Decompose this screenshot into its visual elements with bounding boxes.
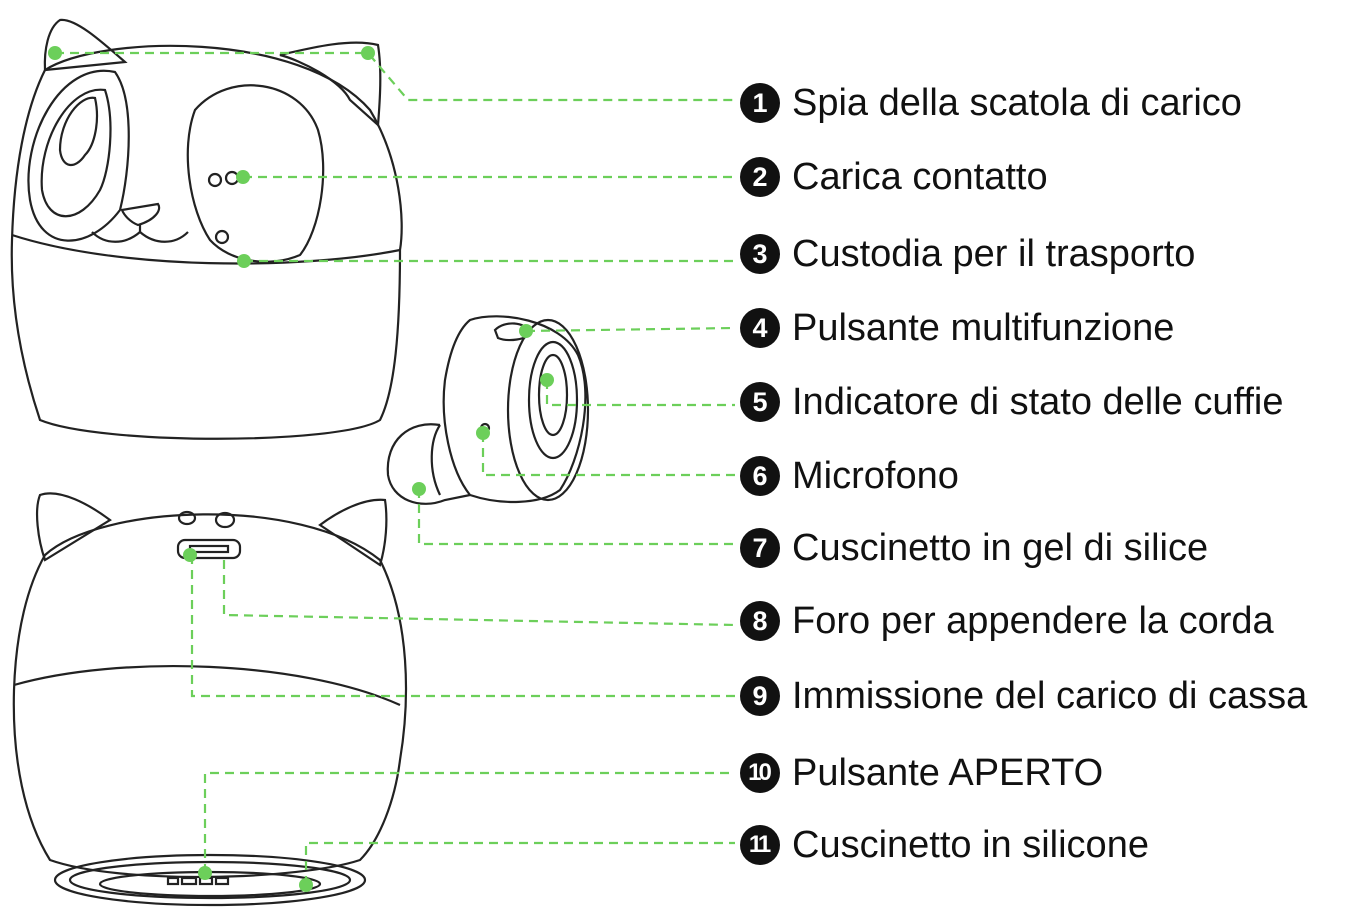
leader-line-4 xyxy=(525,326,736,333)
case-front-view xyxy=(10,18,403,440)
callout-label: Pulsante APERTO xyxy=(792,751,1104,794)
callout-label: Custodia per il trasporto xyxy=(792,232,1196,275)
callout-number-badge: 1 xyxy=(740,83,780,123)
callout-5: 5 Indicatore di stato delle cuffie xyxy=(740,378,1284,426)
callout-7: 7 Cuscinetto in gel di silice xyxy=(740,524,1208,572)
leader-line-8 xyxy=(222,560,736,627)
callout-1: 1 Spia della scatola di carico xyxy=(740,79,1242,127)
callout-10: 10 Pulsante APERTO xyxy=(740,749,1103,797)
callout-label: Spia della scatola di carico xyxy=(792,81,1242,124)
callout-2: 2 Carica contatto xyxy=(740,153,1048,201)
callout-3: 3 Custodia per il trasporto xyxy=(740,230,1195,278)
callout-label: Cuscinetto in gel di silice xyxy=(792,526,1209,569)
leader-line-5 xyxy=(545,380,735,407)
leader-line-6 xyxy=(481,433,735,477)
callout-label: Microfono xyxy=(792,454,959,497)
callout-label: Cuscinetto in silicone xyxy=(792,823,1149,866)
callout-11: 11 Cuscinetto in silicone xyxy=(740,821,1149,869)
callout-number-badge: 10 xyxy=(740,753,780,793)
callout-6: 6 Microfono xyxy=(740,452,959,500)
callout-label: Carica contatto xyxy=(792,155,1048,198)
callout-number-badge: 4 xyxy=(740,308,780,348)
leader-dots xyxy=(48,46,554,892)
earbud-view xyxy=(386,315,590,505)
callout-number-badge: 8 xyxy=(740,601,780,641)
leader-lines xyxy=(55,51,736,885)
callout-number-badge: 6 xyxy=(740,456,780,496)
leader-line-7 xyxy=(417,489,735,546)
leader-line-9 xyxy=(190,555,735,698)
callout-label: Foro per appendere la corda xyxy=(792,599,1274,642)
callout-8: 8 Foro per appendere la corda xyxy=(740,597,1274,645)
leader-line-11 xyxy=(304,841,735,885)
callout-label: Immissione del carico di cassa xyxy=(792,674,1308,717)
callout-number-badge: 2 xyxy=(740,157,780,197)
leader-line-10 xyxy=(203,771,735,873)
callout-4: 4 Pulsante multifunzione xyxy=(740,304,1174,352)
callout-number-badge: 11 xyxy=(740,825,780,865)
callout-number-badge: 9 xyxy=(740,676,780,716)
leader-line-1 xyxy=(55,51,735,102)
callout-number-badge: 5 xyxy=(740,382,780,422)
callout-number-badge: 7 xyxy=(740,528,780,568)
callout-label: Pulsante multifunzione xyxy=(792,306,1175,349)
callout-9: 9 Immissione del carico di cassa xyxy=(740,672,1307,720)
callout-label: Indicatore di stato delle cuffie xyxy=(792,380,1284,423)
callout-number-badge: 3 xyxy=(740,234,780,274)
